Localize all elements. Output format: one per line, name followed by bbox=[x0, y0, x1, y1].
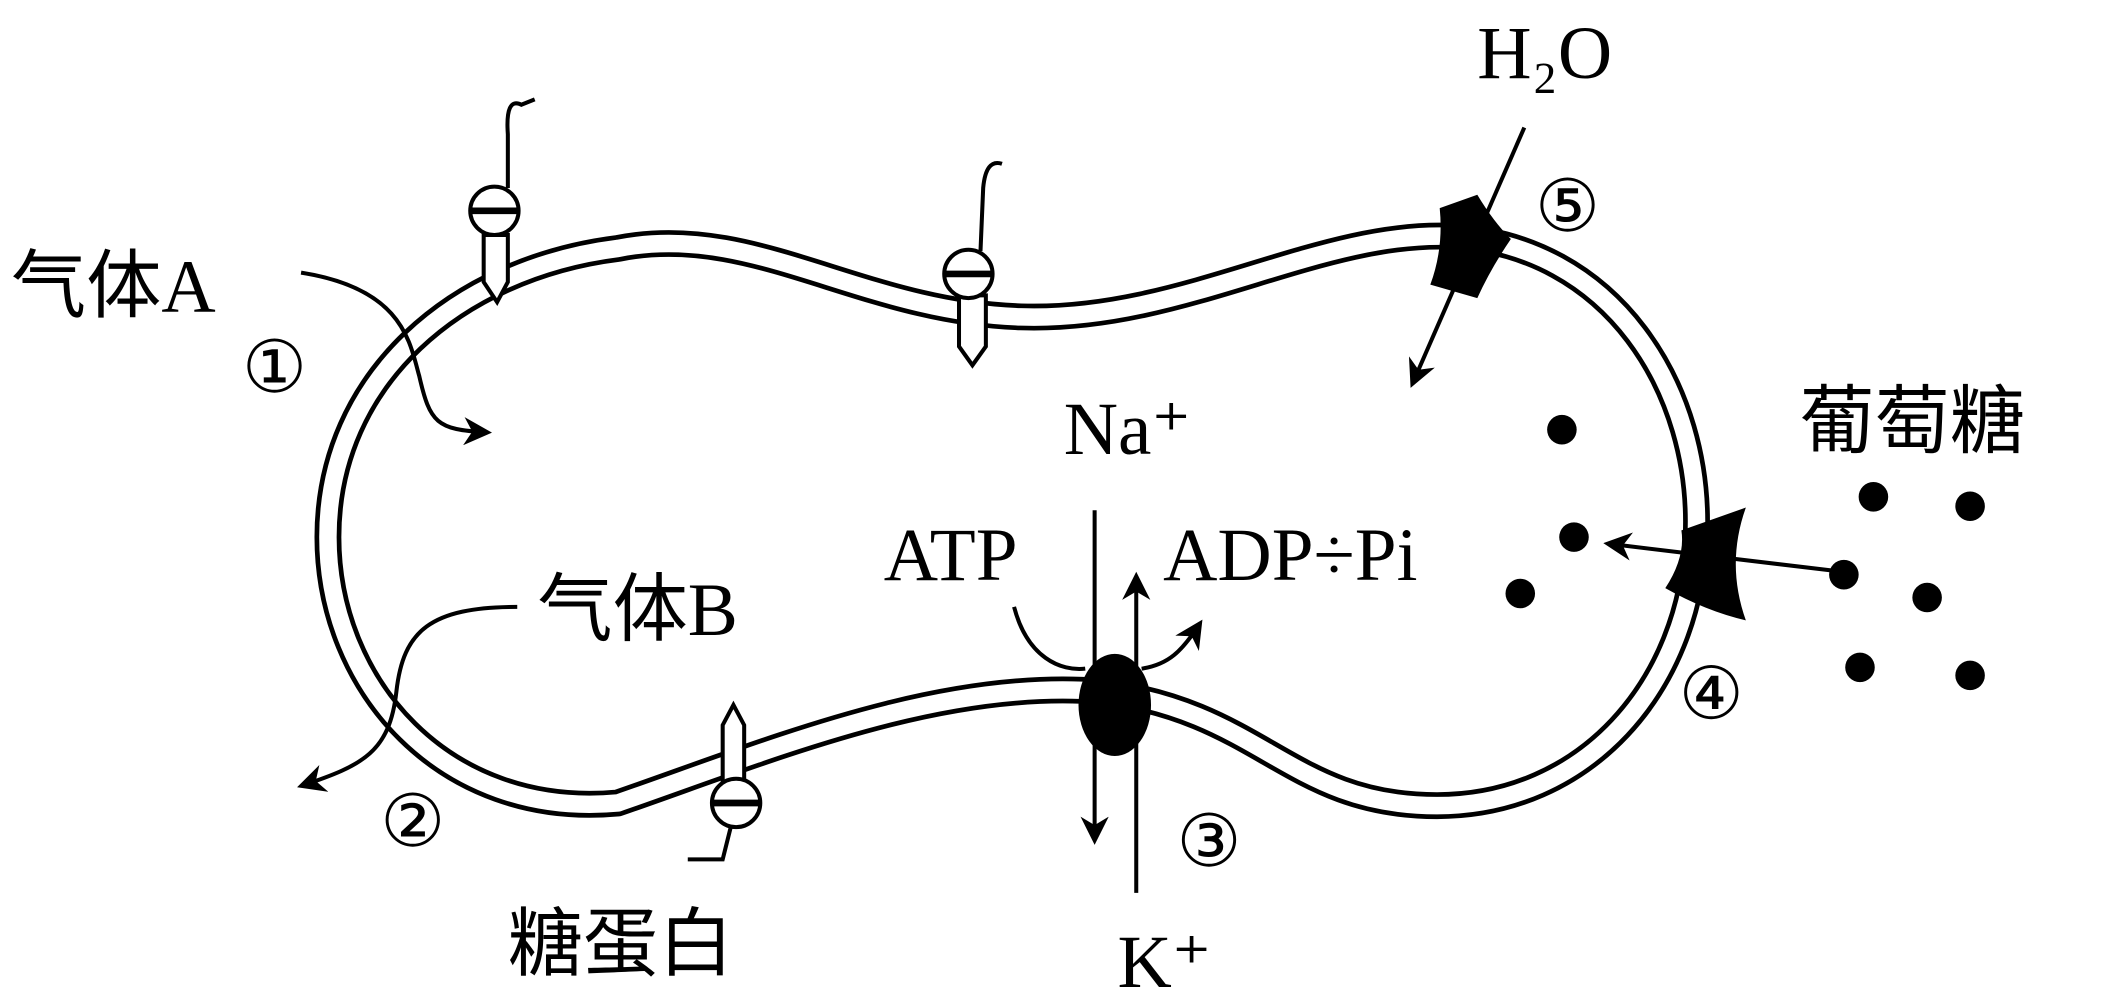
marker-4: ④ bbox=[1679, 653, 1744, 734]
label-glycoprotein: 糖蛋白 bbox=[508, 903, 734, 986]
label-k: K⁺ bbox=[1117, 921, 1211, 999]
gas-a-arrow bbox=[300, 270, 492, 446]
glycoprotein-top-left bbox=[468, 97, 536, 307]
sodium-potassium-pump bbox=[1012, 510, 1203, 893]
label-glucose: 葡萄糖 bbox=[1800, 381, 2026, 464]
glycoprotein-top-middle bbox=[942, 161, 1003, 369]
label-gas-b: 气体B bbox=[537, 569, 738, 652]
marker-3: ③ bbox=[1177, 801, 1242, 882]
marker-2: ② bbox=[380, 781, 445, 862]
label-gas-a: 气体A bbox=[11, 246, 216, 329]
glycoprotein-bottom bbox=[687, 700, 763, 862]
marker-5: ⑤ bbox=[1535, 166, 1600, 247]
water-channel bbox=[1408, 126, 1527, 388]
gas-b-arrow bbox=[297, 604, 518, 792]
glucose-molecules bbox=[1505, 414, 1985, 691]
label-adp-pi: ADP÷Pi bbox=[1163, 514, 1417, 597]
marker-1: ① bbox=[242, 327, 307, 408]
glucose-carrier bbox=[1603, 507, 1834, 621]
label-atp: ATP bbox=[884, 514, 1018, 597]
cell-membrane bbox=[314, 222, 1710, 820]
label-na: Na⁺ bbox=[1064, 388, 1191, 471]
label-water: H₂O bbox=[1477, 12, 1612, 95]
